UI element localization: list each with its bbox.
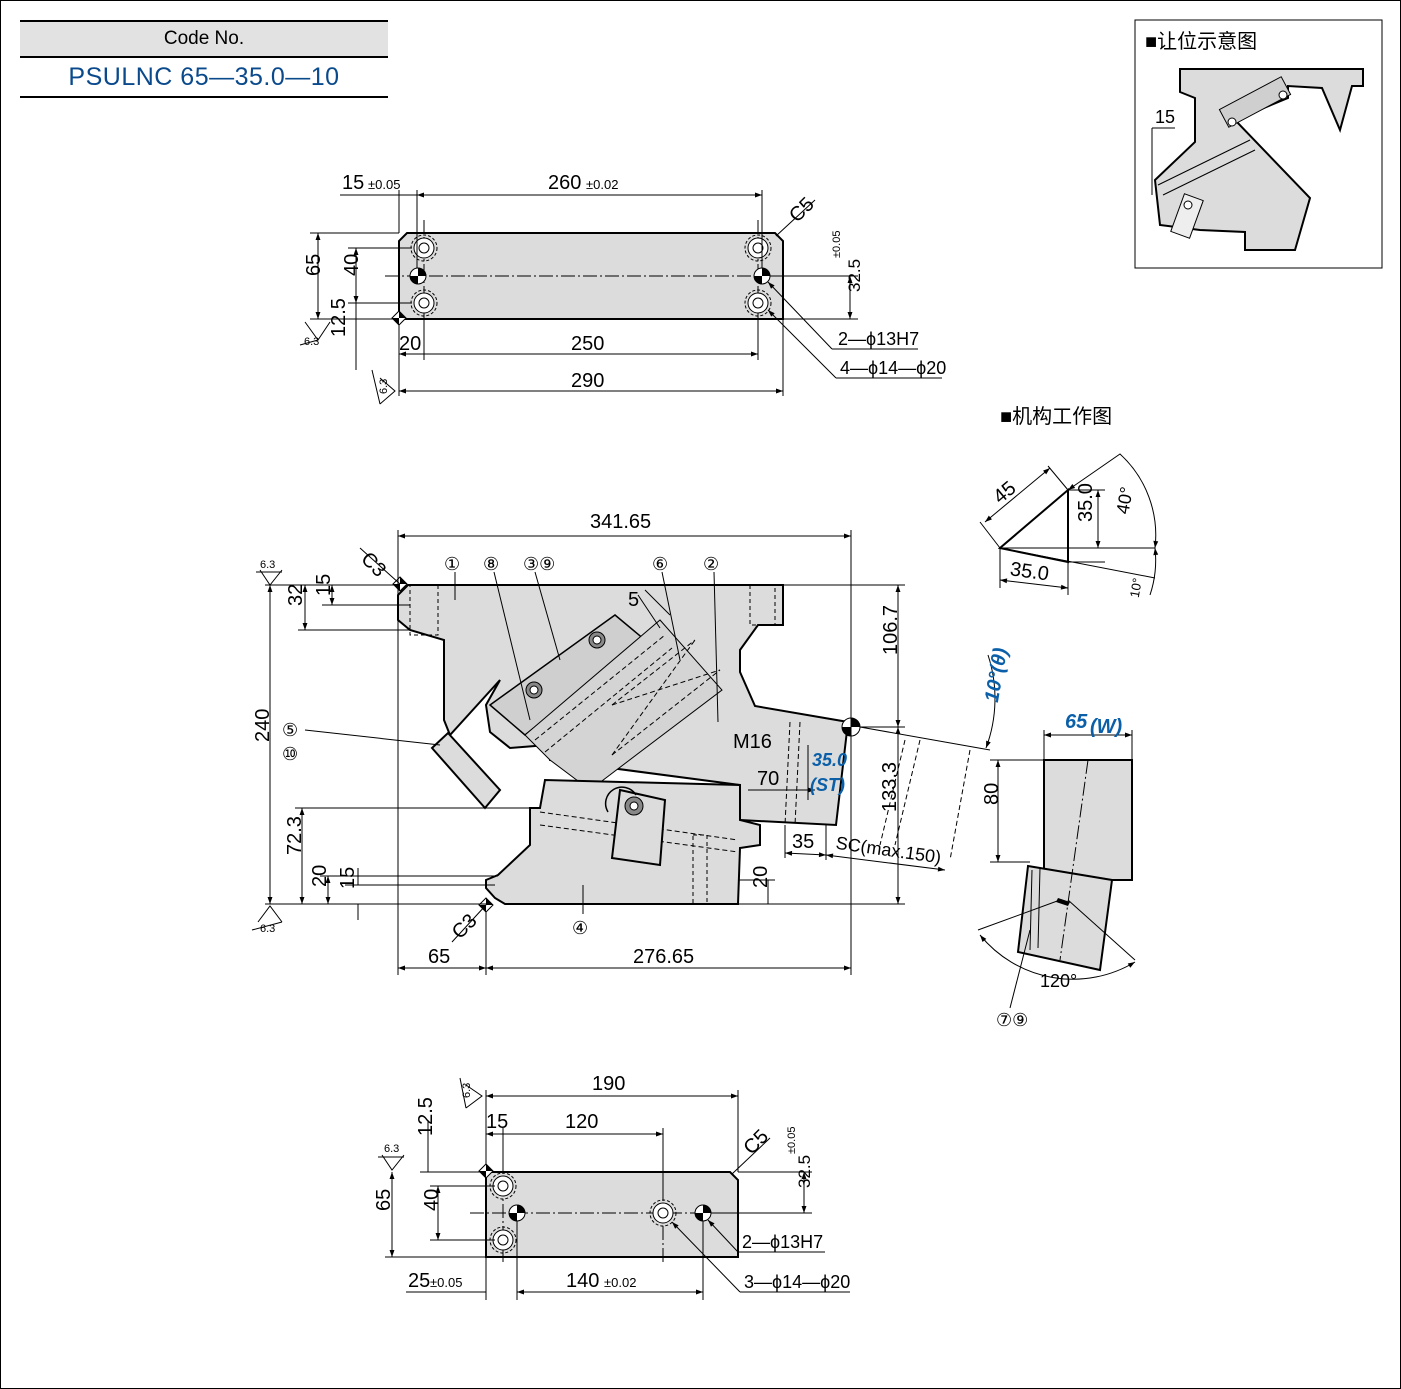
angle-theta: 10°(θ) [981,646,1012,704]
dim-240: 240 [252,709,274,742]
dim-20-left: 20 [309,865,331,887]
tol-005-right: ±0.05 [831,231,843,258]
thread-m16: M16 [733,731,772,753]
side-block-upper [1043,759,1133,881]
dim-65-front: 65 [428,946,450,968]
dim-5: 5 [628,589,639,611]
bottom-plate-view: 190 6.3 15 120 C5 12.5 65 40 6.3 32.5 ±0… [373,1073,850,1300]
code-number-box: Code No. PSULNC 65—35.0—10 [20,20,388,98]
chamfer-c5: C5 [785,193,819,227]
part-4: ④ [572,918,588,938]
hole-callout-bottom-14-20: 3—ϕ14—ϕ20 [744,1272,850,1292]
mech-45: 45 [989,477,1020,508]
dim-15: 15 [342,172,364,194]
dim-12-5: 12.5 [328,298,350,337]
mech-angle-10: 10° [1127,577,1145,599]
dim-35: 35 [792,831,814,853]
front-view: 341.65 106.7 133.3 240 32 15 6.3 72.3 20 [251,511,1012,975]
dim-72-3: 72.3 [284,816,306,855]
dim-341-65: 341.65 [590,511,651,533]
counterbore-hole [413,237,435,259]
dim-276-65: 276.65 [633,946,694,968]
counterbore-hole [492,1175,514,1197]
relief-diagram-title: ■让位示意图 [1145,30,1257,53]
roughness-bottom-left: 6.3 [384,1143,399,1155]
counterbore-hole [413,292,435,314]
dim-15-top: 15 [313,574,335,596]
dim-32: 32 [285,584,307,606]
dim-65: 65 [303,254,325,276]
relief-diagram: ■让位示意图 15 [1134,19,1383,269]
part-1: ① [444,554,460,574]
counterbore-hole [492,1229,514,1251]
side-part-7-9: ⑦⑨ [996,1010,1028,1030]
dim-32-5-bottom: 32.5 [795,1155,814,1188]
side-w-65: 65 [1065,711,1088,733]
roughness-6-3-b: 6.3 [378,379,390,394]
driver-block [430,731,502,810]
hole-callout-13h7: 2—ϕ13H7 [838,329,919,349]
dim-40: 40 [341,254,363,276]
dim-12-5-bottom: 12.5 [415,1097,437,1136]
side-angle-120: 120° [1040,971,1077,991]
hole-callout-bottom-13h7: 2—ϕ13H7 [742,1232,823,1252]
tol-002-bottom: ±0.02 [604,1275,636,1290]
chamfer-c3-top: C3 [356,548,390,582]
roughness-bottom-top: 6.3 [461,1083,473,1098]
dim-190: 190 [592,1073,625,1095]
hole-callout-14-20: 4—ϕ14—ϕ20 [840,358,946,378]
counterbore-hole [652,1202,674,1224]
tol-005-bottom-right: ±0.05 [786,1127,798,1154]
side-dim-80: 80 [981,783,1003,805]
stroke-35-0: 35.0 [812,750,847,770]
dim-106-7: 106.7 [880,605,902,655]
dim-40-bottom: 40 [421,1189,443,1211]
mech-35-0-h: 35.0 [1009,558,1051,585]
dim-140: 140 [566,1270,599,1292]
mech-35-0-v: 35.0 [1075,483,1097,522]
side-view: 65 (W) 80 120° ⑦⑨ [977,711,1136,1030]
bottom-plate [485,1171,739,1258]
roughness-6-3: 6.3 [304,336,319,348]
part-5: ⑤ [282,720,298,740]
stroke-st-label: (ST) [810,775,845,795]
dim-15-bottom: 15 [486,1111,508,1133]
code-value: PSULNC 65—35.0—10 [20,58,388,98]
part-2: ② [703,554,719,574]
dim-250: 250 [571,333,604,355]
dim-133-3: 133.3 [879,762,901,812]
chamfer-c5-bottom: C5 [739,1125,773,1159]
roughness-front-bottom: 6.3 [260,923,275,935]
part-6: ⑥ [652,554,668,574]
dim-20: 20 [399,333,421,355]
side-w-label: (W) [1090,716,1123,738]
tol-005-bottom: ±0.05 [430,1275,462,1290]
tol-002: ±0.02 [586,177,618,192]
counterbore-hole [747,237,769,259]
dim-20-right: 20 [750,866,772,888]
top-plate-view: 15 ±0.05 260 ±0.02 C5 65 40 12.5 6.3 32.… [299,172,946,405]
dim-260: 260 [548,172,581,194]
part-8: ⑧ [483,554,499,574]
dim-120: 120 [565,1111,598,1133]
mech-angle-40: 40° [1113,485,1137,515]
mechanism-title: ■机构工作图 [1000,405,1112,428]
code-label: Code No. [20,20,388,58]
mechanism-diagram: ■机构工作图 35.0 45 35.0 40° 10° [979,405,1159,599]
part-3-9: ③⑨ [523,554,555,574]
tol-005: ±0.05 [368,177,400,192]
dim-25: 25 [408,1270,430,1292]
counterbore-hole [747,292,769,314]
relief-dim-15: 15 [1155,107,1175,127]
dim-32-5: 32.5 [845,259,864,292]
part-10: ⑩ [282,744,298,764]
roughness-front-top: 6.3 [260,559,275,571]
dim-290: 290 [571,370,604,392]
dim-65-bottom: 65 [373,1189,395,1211]
dim-70: 70 [757,768,779,790]
dim-15-bottom: 15 [337,867,359,889]
